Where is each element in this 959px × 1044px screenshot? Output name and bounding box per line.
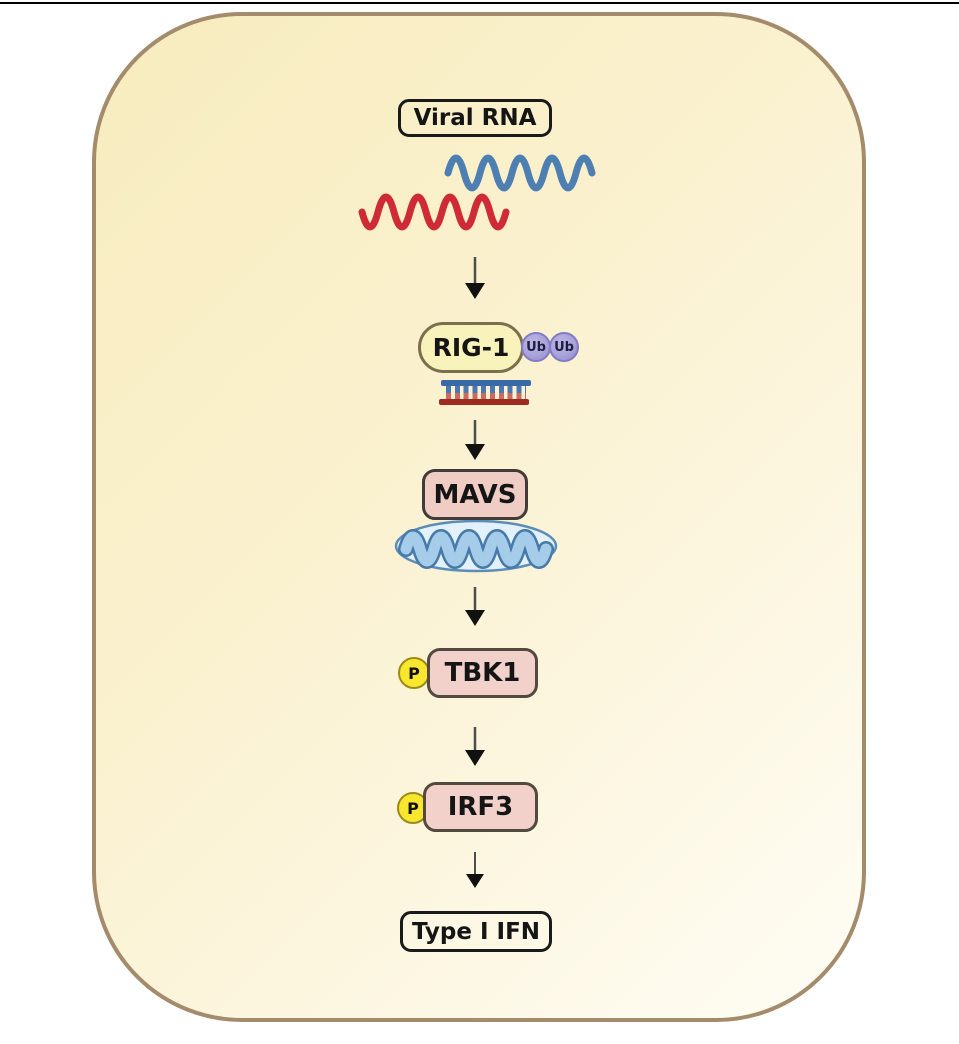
type-i-ifn-label: Type I IFN — [411, 918, 541, 945]
mavs-node: MAVS — [422, 469, 528, 520]
ubiquitin-label: Ub — [526, 339, 546, 355]
viral-rna-box: Viral RNA — [398, 99, 552, 137]
dsrna-top-strand — [441, 380, 531, 386]
phospho-label: P — [407, 798, 419, 818]
tbk1-label: TBK1 — [444, 658, 521, 688]
tbk1-node: TBK1 — [427, 648, 538, 698]
dsrna-rungs-red — [446, 393, 526, 400]
irf3-label: IRF3 — [447, 792, 514, 822]
phospho-badge-tbk1: P — [398, 657, 430, 689]
rig1-label: RIG-1 — [432, 333, 510, 362]
type-i-ifn-box: Type I IFN — [400, 911, 552, 952]
phospho-label: P — [408, 663, 420, 683]
viral-rna-label: Viral RNA — [413, 105, 537, 131]
irf3-node: IRF3 — [423, 782, 538, 832]
ubiquitin-label: Ub — [554, 339, 574, 355]
top-border-line — [0, 2, 959, 4]
dsrna-rungs-blue — [446, 386, 526, 393]
ubiquitin-badge: Ub — [549, 332, 579, 362]
ubiquitin-badge: Ub — [521, 332, 551, 362]
dsrna-bottom-strand — [439, 399, 529, 405]
rig1-node: RIG-1 — [418, 322, 524, 373]
mavs-label: MAVS — [433, 479, 517, 510]
